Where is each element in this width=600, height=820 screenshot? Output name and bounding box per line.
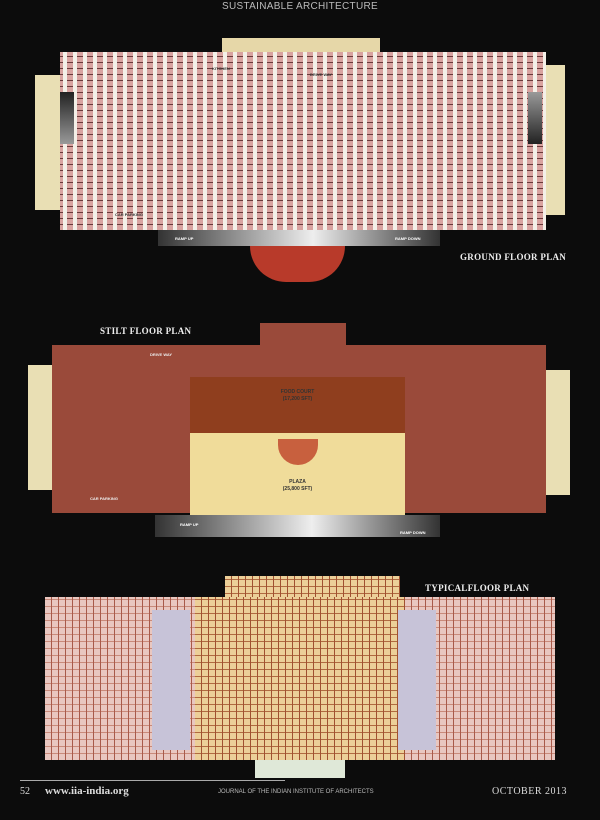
ramp-bar bbox=[155, 515, 440, 537]
entrance-steps bbox=[250, 246, 345, 282]
ramp-bar bbox=[158, 230, 440, 246]
ground-floor-title: GROUND FLOOR PLAN bbox=[460, 252, 567, 262]
ramp-down-label: RAMP DOWN bbox=[400, 530, 426, 535]
plaza-label: PLAZA bbox=[289, 479, 306, 485]
stilt-floor-title: STILT FLOOR PLAN bbox=[100, 326, 192, 336]
right-ramp bbox=[528, 92, 542, 144]
section-header: SUSTAINABLE ARCHITECTURE bbox=[222, 1, 378, 12]
top-block bbox=[225, 576, 400, 600]
drive-way-label: DRIVE WAY bbox=[150, 352, 173, 357]
bottom-entrance bbox=[255, 760, 345, 778]
ground-parking-area bbox=[60, 52, 546, 230]
ramp-up-label: RAMP UP bbox=[180, 522, 199, 527]
issue-date: OCTOBER 2013 bbox=[492, 786, 567, 797]
food-court: FOOD COURT (17,200 SFT) bbox=[190, 377, 405, 433]
ramp-up-label: RAMP UP bbox=[175, 236, 194, 241]
car-parking-label: CAR PARKING bbox=[115, 212, 143, 217]
kitchen-label: KITCHEN bbox=[212, 66, 230, 71]
left-core bbox=[152, 610, 190, 750]
journal-name: JOURNAL OF THE INDIAN INSTITUTE OF ARCHI… bbox=[218, 789, 374, 795]
plaza-area: (25,800 SFT) bbox=[282, 486, 313, 492]
footer-rule bbox=[20, 780, 285, 781]
right-wing bbox=[542, 370, 570, 495]
page-number: 52 bbox=[20, 786, 30, 797]
website-link[interactable]: www.iia-india.org bbox=[45, 785, 129, 797]
drive-way-label: DRIVE WAY bbox=[310, 72, 333, 77]
food-court-area: (17,200 SFT) bbox=[282, 396, 313, 402]
top-block bbox=[222, 38, 380, 56]
left-wing bbox=[28, 365, 56, 490]
plaza-feature bbox=[278, 439, 318, 465]
ramp-down-label: RAMP DOWN bbox=[395, 236, 421, 241]
left-ramp bbox=[60, 92, 74, 144]
typical-floor-title: TYPICALFLOOR PLAN bbox=[425, 583, 530, 593]
right-core bbox=[398, 610, 436, 750]
top-block bbox=[260, 323, 346, 347]
central-office-block bbox=[195, 597, 405, 760]
plaza: PLAZA (25,800 SFT) bbox=[190, 433, 405, 515]
food-court-label: FOOD COURT bbox=[280, 389, 315, 395]
car-parking-label: CAR PARKING bbox=[90, 496, 118, 501]
